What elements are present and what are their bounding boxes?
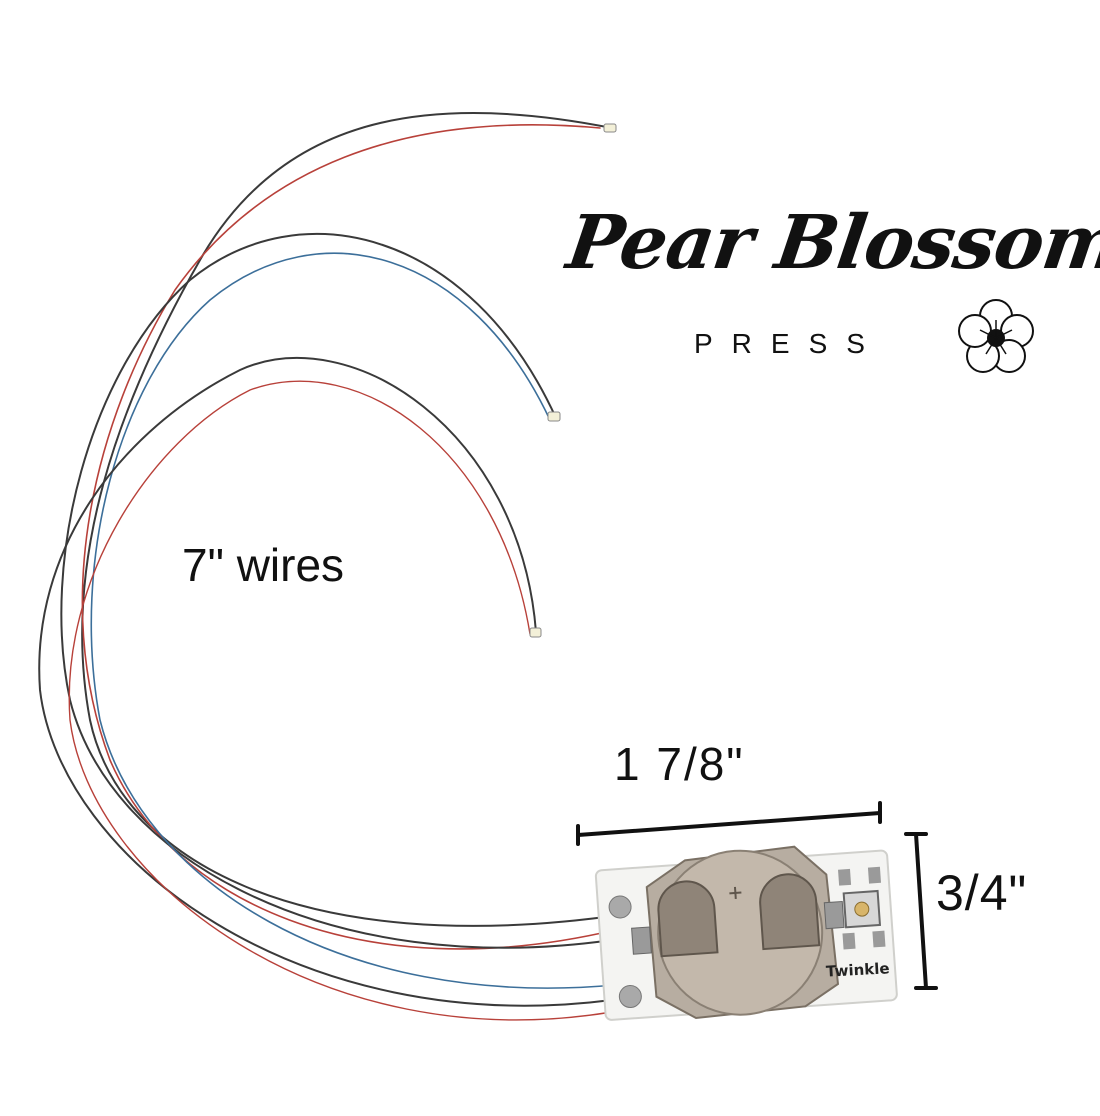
led-tips <box>529 123 617 638</box>
led-wires <box>38 111 621 1021</box>
logo-title: Pear Blossom <box>561 200 1100 286</box>
circuit-board <box>594 845 898 1021</box>
width-label: 1 7/8" <box>614 738 745 790</box>
tactile-switch <box>838 866 886 950</box>
logo-subtitle: PRESS <box>694 328 884 359</box>
height-label: 3/4" <box>936 865 1028 921</box>
battery-holder <box>631 845 845 1020</box>
height-dimension-line <box>904 832 938 990</box>
board-silkscreen-text: Twinkle <box>825 959 890 981</box>
blossom-icon <box>958 299 1034 373</box>
wire-length-label: 7" wires <box>182 539 345 591</box>
width-dimension-line <box>576 801 882 846</box>
